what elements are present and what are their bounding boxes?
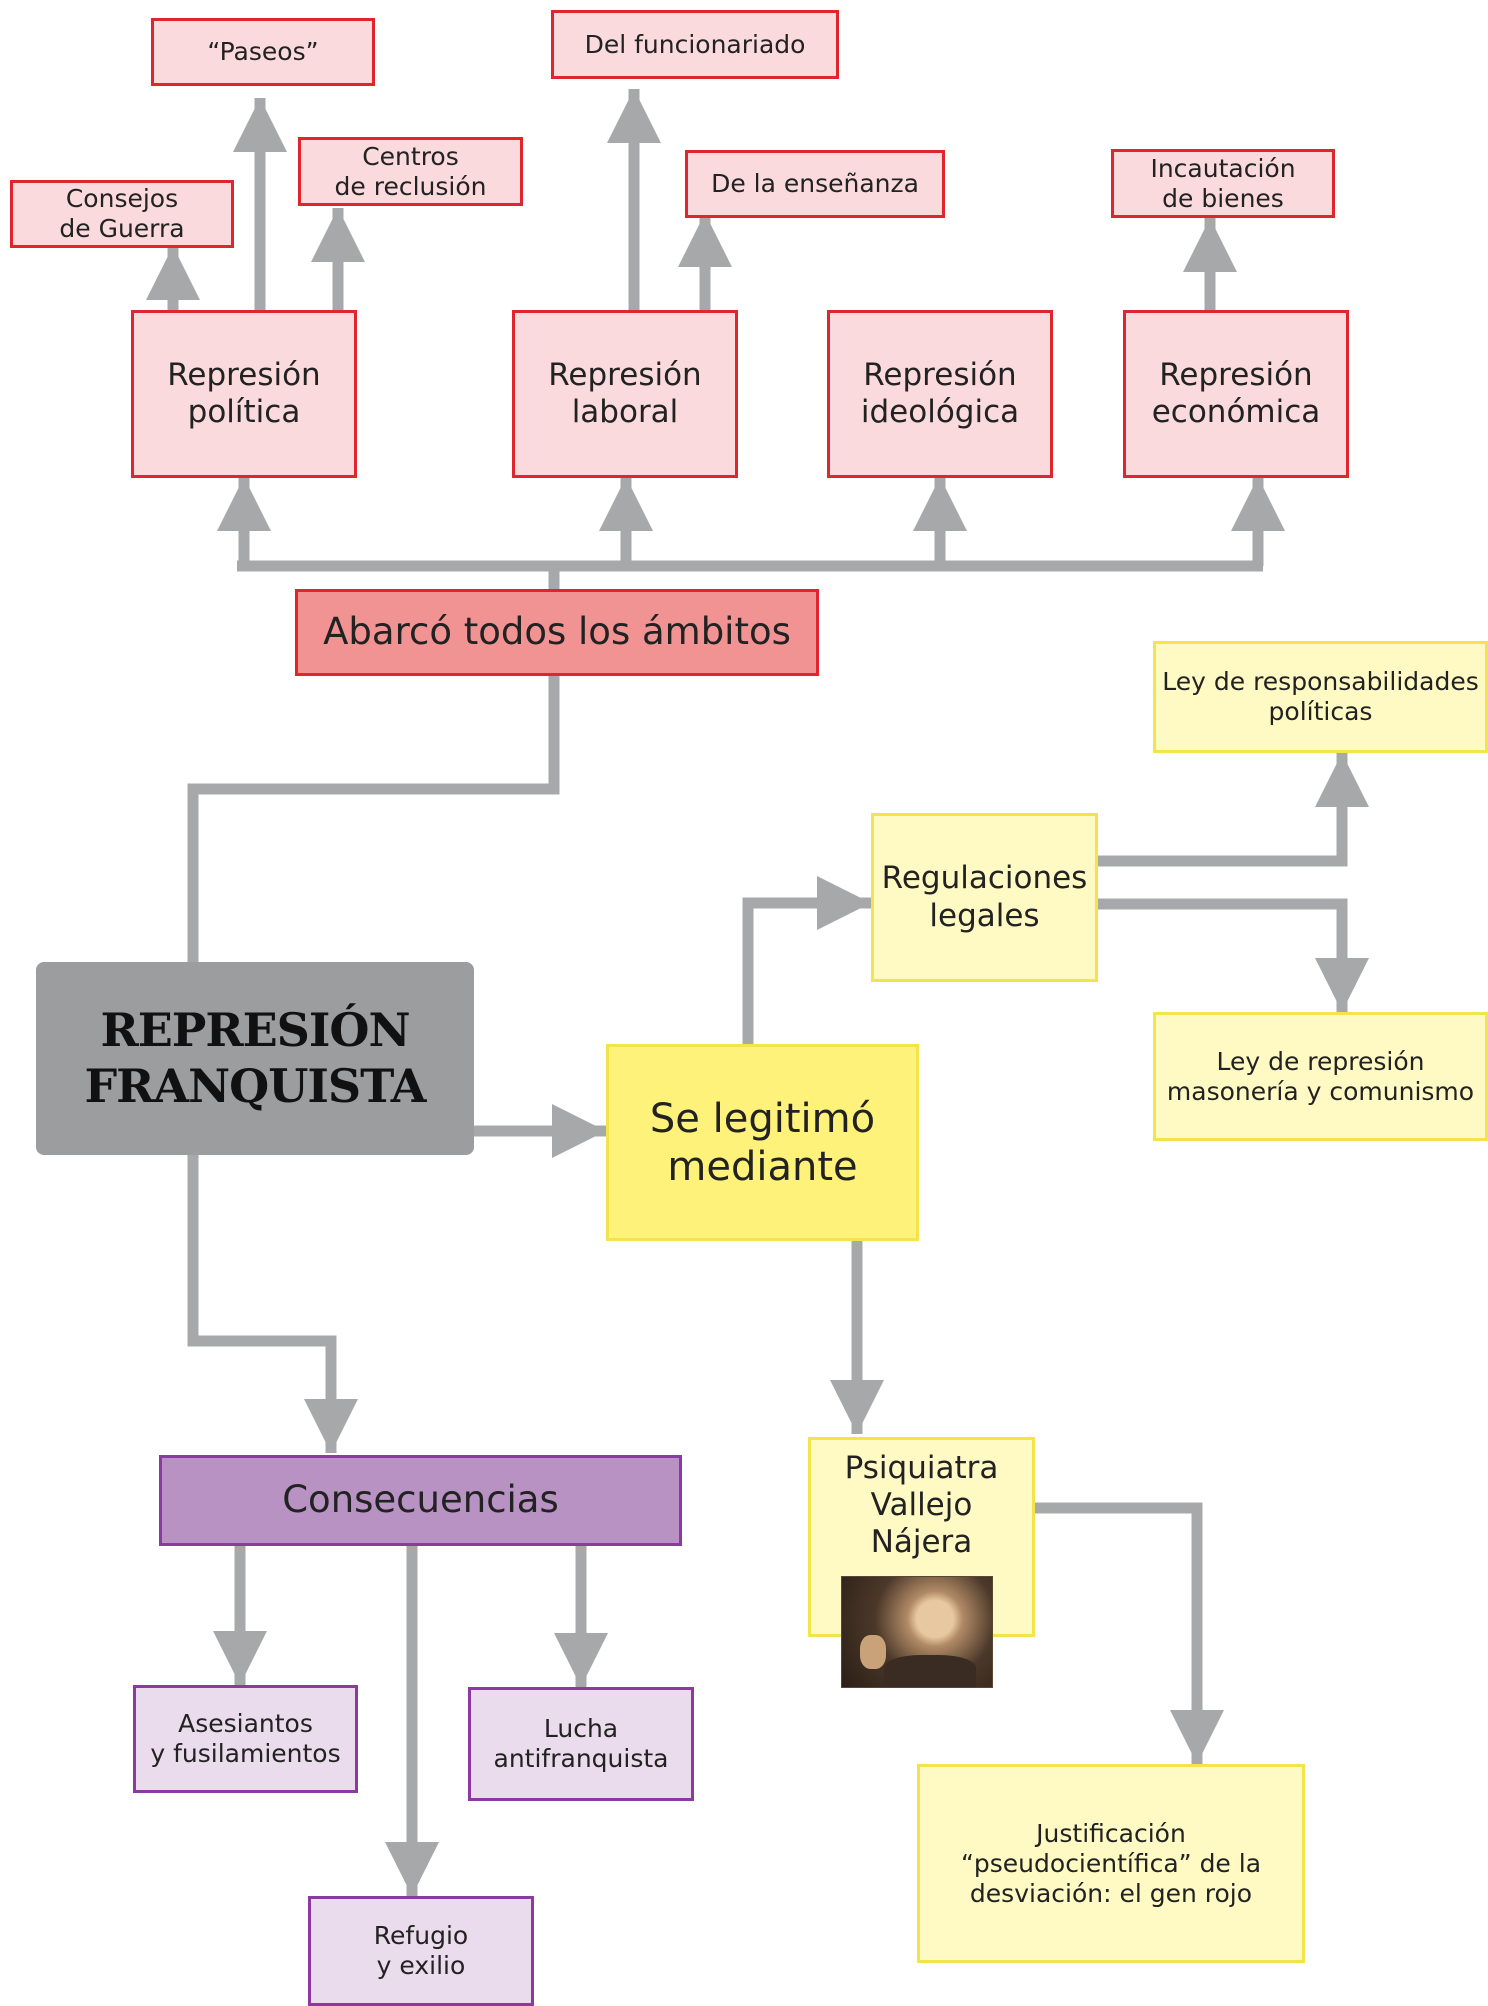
node-del-funcionariado: Del funcionariado [551,10,839,79]
node-justificacion-gen-rojo: Justificación “pseudocientífica” de la d… [917,1764,1305,1963]
node-represion-laboral: Represión laboral [512,310,738,478]
node-abarco-todos-los-ambitos: Abarcó todos los ámbitos [295,589,819,676]
node-incautacion-de-bienes: Incautación de bienes [1111,149,1335,218]
node-refugio-y-exilio: Refugio y exilio [308,1896,534,2006]
node-asesinatos-y-fusilamientos: Asesiantos y fusilamientos [133,1685,358,1793]
portrait-photo [841,1576,993,1688]
node-represion-franquista: REPRESIÓN FRANQUISTA [36,962,474,1155]
node-de-la-ensenanza: De la enseñanza [685,150,945,218]
node-regulaciones-legales: Regulaciones legales [871,813,1098,982]
node-se-legitimo-mediante: Se legitimó mediante [606,1044,919,1241]
node-ley-represion-masoneria-comunismo: Ley de represión masonería y comunismo [1153,1012,1488,1141]
node-represion-ideologica: Represión ideológica [827,310,1053,478]
node-consejos-de-guerra: Consejos de Guerra [10,180,234,248]
node-lucha-antifranquista: Lucha antifranquista [468,1687,694,1801]
node-represion-politica: Represión política [131,310,357,478]
node-paseos: “Paseos” [151,18,375,86]
node-centros-de-reclusion: Centros de reclusión [298,137,523,206]
node-consecuencias: Consecuencias [159,1455,682,1546]
node-ley-responsabilidades-politicas: Ley de responsabilidades políticas [1153,641,1488,753]
node-represion-economica: Represión económica [1123,310,1349,478]
